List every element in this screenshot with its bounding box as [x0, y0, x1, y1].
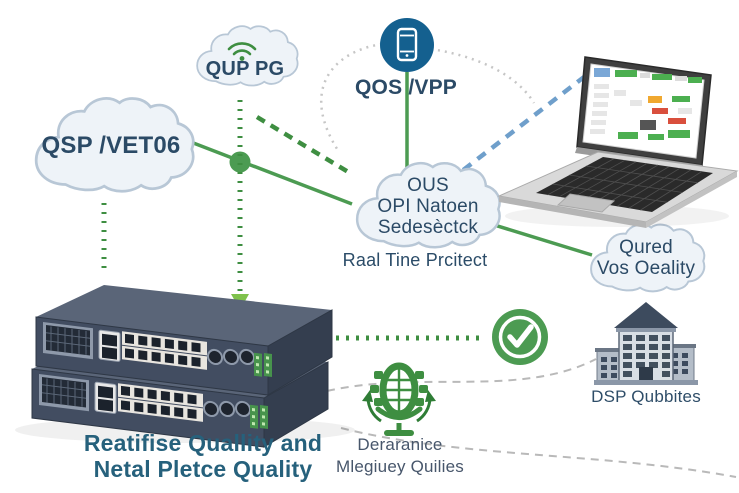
- check-badge-icon: [492, 309, 548, 365]
- cloud-center-line3: Sedesèctck: [377, 217, 479, 238]
- headline-line1: Reatifise Quallity and: [83, 430, 323, 456]
- building-caption: DSP Qubbites: [591, 387, 701, 406]
- network-switch-stack-icon: [15, 285, 355, 448]
- connector-lines: [95, 42, 737, 478]
- dashed-line-center-to-laptop: [447, 75, 586, 183]
- wifi-icon: [227, 42, 257, 61]
- gray-dashed-curve-bottom: [340, 427, 737, 478]
- switch-unit-1: [35, 285, 333, 396]
- cloud-center-line2: OPI Natoen: [377, 196, 479, 217]
- junction-node: [229, 151, 251, 173]
- gray-dashed-curve-to-building: [326, 358, 597, 392]
- cloud-qured-line2: Vos Oeality: [596, 258, 696, 279]
- phone-label: QOS /VPP: [355, 76, 457, 99]
- cloud-qsp-label: QSP /VET06: [41, 132, 181, 159]
- mic-caption-line1: Deraranice: [357, 435, 443, 454]
- smartphone-icon: [380, 18, 434, 72]
- gear-microphone-icon: [362, 362, 436, 436]
- mic-caption-line2: Mlegiuey Quilies: [336, 457, 464, 476]
- line-qsp-to-center: [182, 137, 353, 206]
- cloud-center-line1: OUS: [407, 175, 449, 196]
- gray-dotted-arc-right: [430, 47, 536, 104]
- cloud-qup: [196, 25, 299, 87]
- cloud-qup-label: QUP PG: [205, 58, 285, 80]
- cloud-qured-line1: Qured: [619, 237, 673, 258]
- laptop-dashboard-icon: [497, 56, 739, 228]
- headline-line2: Netal Pletce Quality: [93, 456, 313, 482]
- center-caption: Raal Tine Prcitect: [342, 250, 488, 270]
- office-building-icon: [594, 302, 698, 385]
- dashed-line-qup-to-center: [255, 115, 352, 175]
